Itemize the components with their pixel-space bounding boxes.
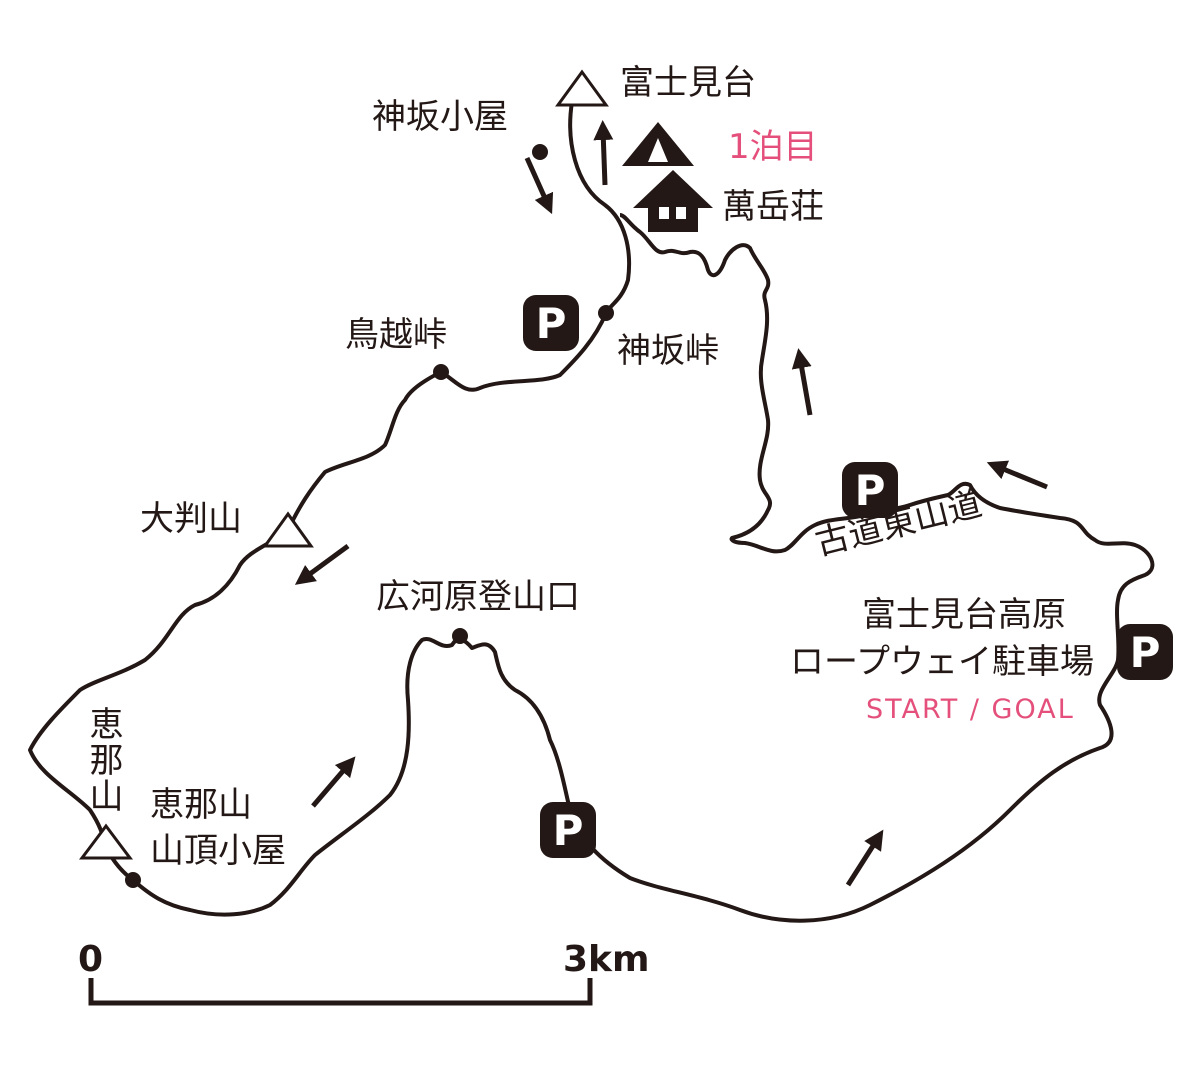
label-start-goal: START / GOAL [866, 694, 1075, 725]
parking-label: P [553, 806, 584, 855]
parking-icon: P [1117, 624, 1173, 680]
label-ohanjiyama: 大判山 [140, 499, 242, 539]
label-ropeway-parking-2: ロープウェイ駐車場 [790, 642, 1094, 682]
label-torigoe-pass: 鳥越峠 [345, 315, 447, 355]
direction-arrow-icon [294, 543, 350, 585]
label-enasan-hut-1: 恵那山 [150, 785, 252, 825]
waypoint-dot-icon [532, 144, 548, 160]
parking-icon: P [523, 295, 579, 351]
direction-arrow-icon [593, 120, 614, 186]
waypoint-dot-icon [125, 872, 141, 888]
label-ropeway-parking-1: 富士見台高原 [862, 595, 1066, 635]
parking-icon: P [842, 462, 898, 518]
parking-label: P [1130, 628, 1161, 677]
label-enasan: 恵那山 [83, 706, 123, 814]
label-bangakuso: 萬岳荘 [722, 187, 824, 227]
label-fujimidai: 富士見台 [620, 63, 756, 103]
parking-label: P [536, 299, 567, 348]
direction-arrow-icon [524, 156, 554, 215]
parking-label: P [855, 466, 886, 515]
label-misaka-hut: 神坂小屋 [372, 97, 508, 137]
summit-triangle-icon [79, 823, 133, 860]
direction-arrow-icon [986, 460, 1048, 490]
label-night1: 1泊目 [728, 127, 818, 167]
direction-arrow-icon [791, 348, 813, 416]
hut-icon [633, 170, 713, 232]
summit-triangle-icon [555, 69, 609, 107]
label-misaka-pass: 神坂峠 [617, 331, 719, 371]
summit-triangle-icon [262, 511, 314, 548]
direction-arrow-icon [311, 756, 356, 808]
scale-start-label: 0 [78, 939, 104, 980]
tent-icon [622, 122, 694, 166]
scale-end-label: 3km [563, 939, 650, 980]
waypoint-dot-icon [433, 364, 449, 380]
waypoint-dot-icon [598, 305, 614, 321]
label-enasan-hut-2: 山頂小屋 [150, 831, 286, 871]
label-hirogawara-trailhead: 広河原登山口 [376, 577, 580, 617]
direction-arrow-icon [845, 829, 884, 887]
parking-icon: P [540, 802, 596, 858]
waypoint-dot-icon [452, 628, 468, 644]
scale-bar [88, 978, 593, 1006]
